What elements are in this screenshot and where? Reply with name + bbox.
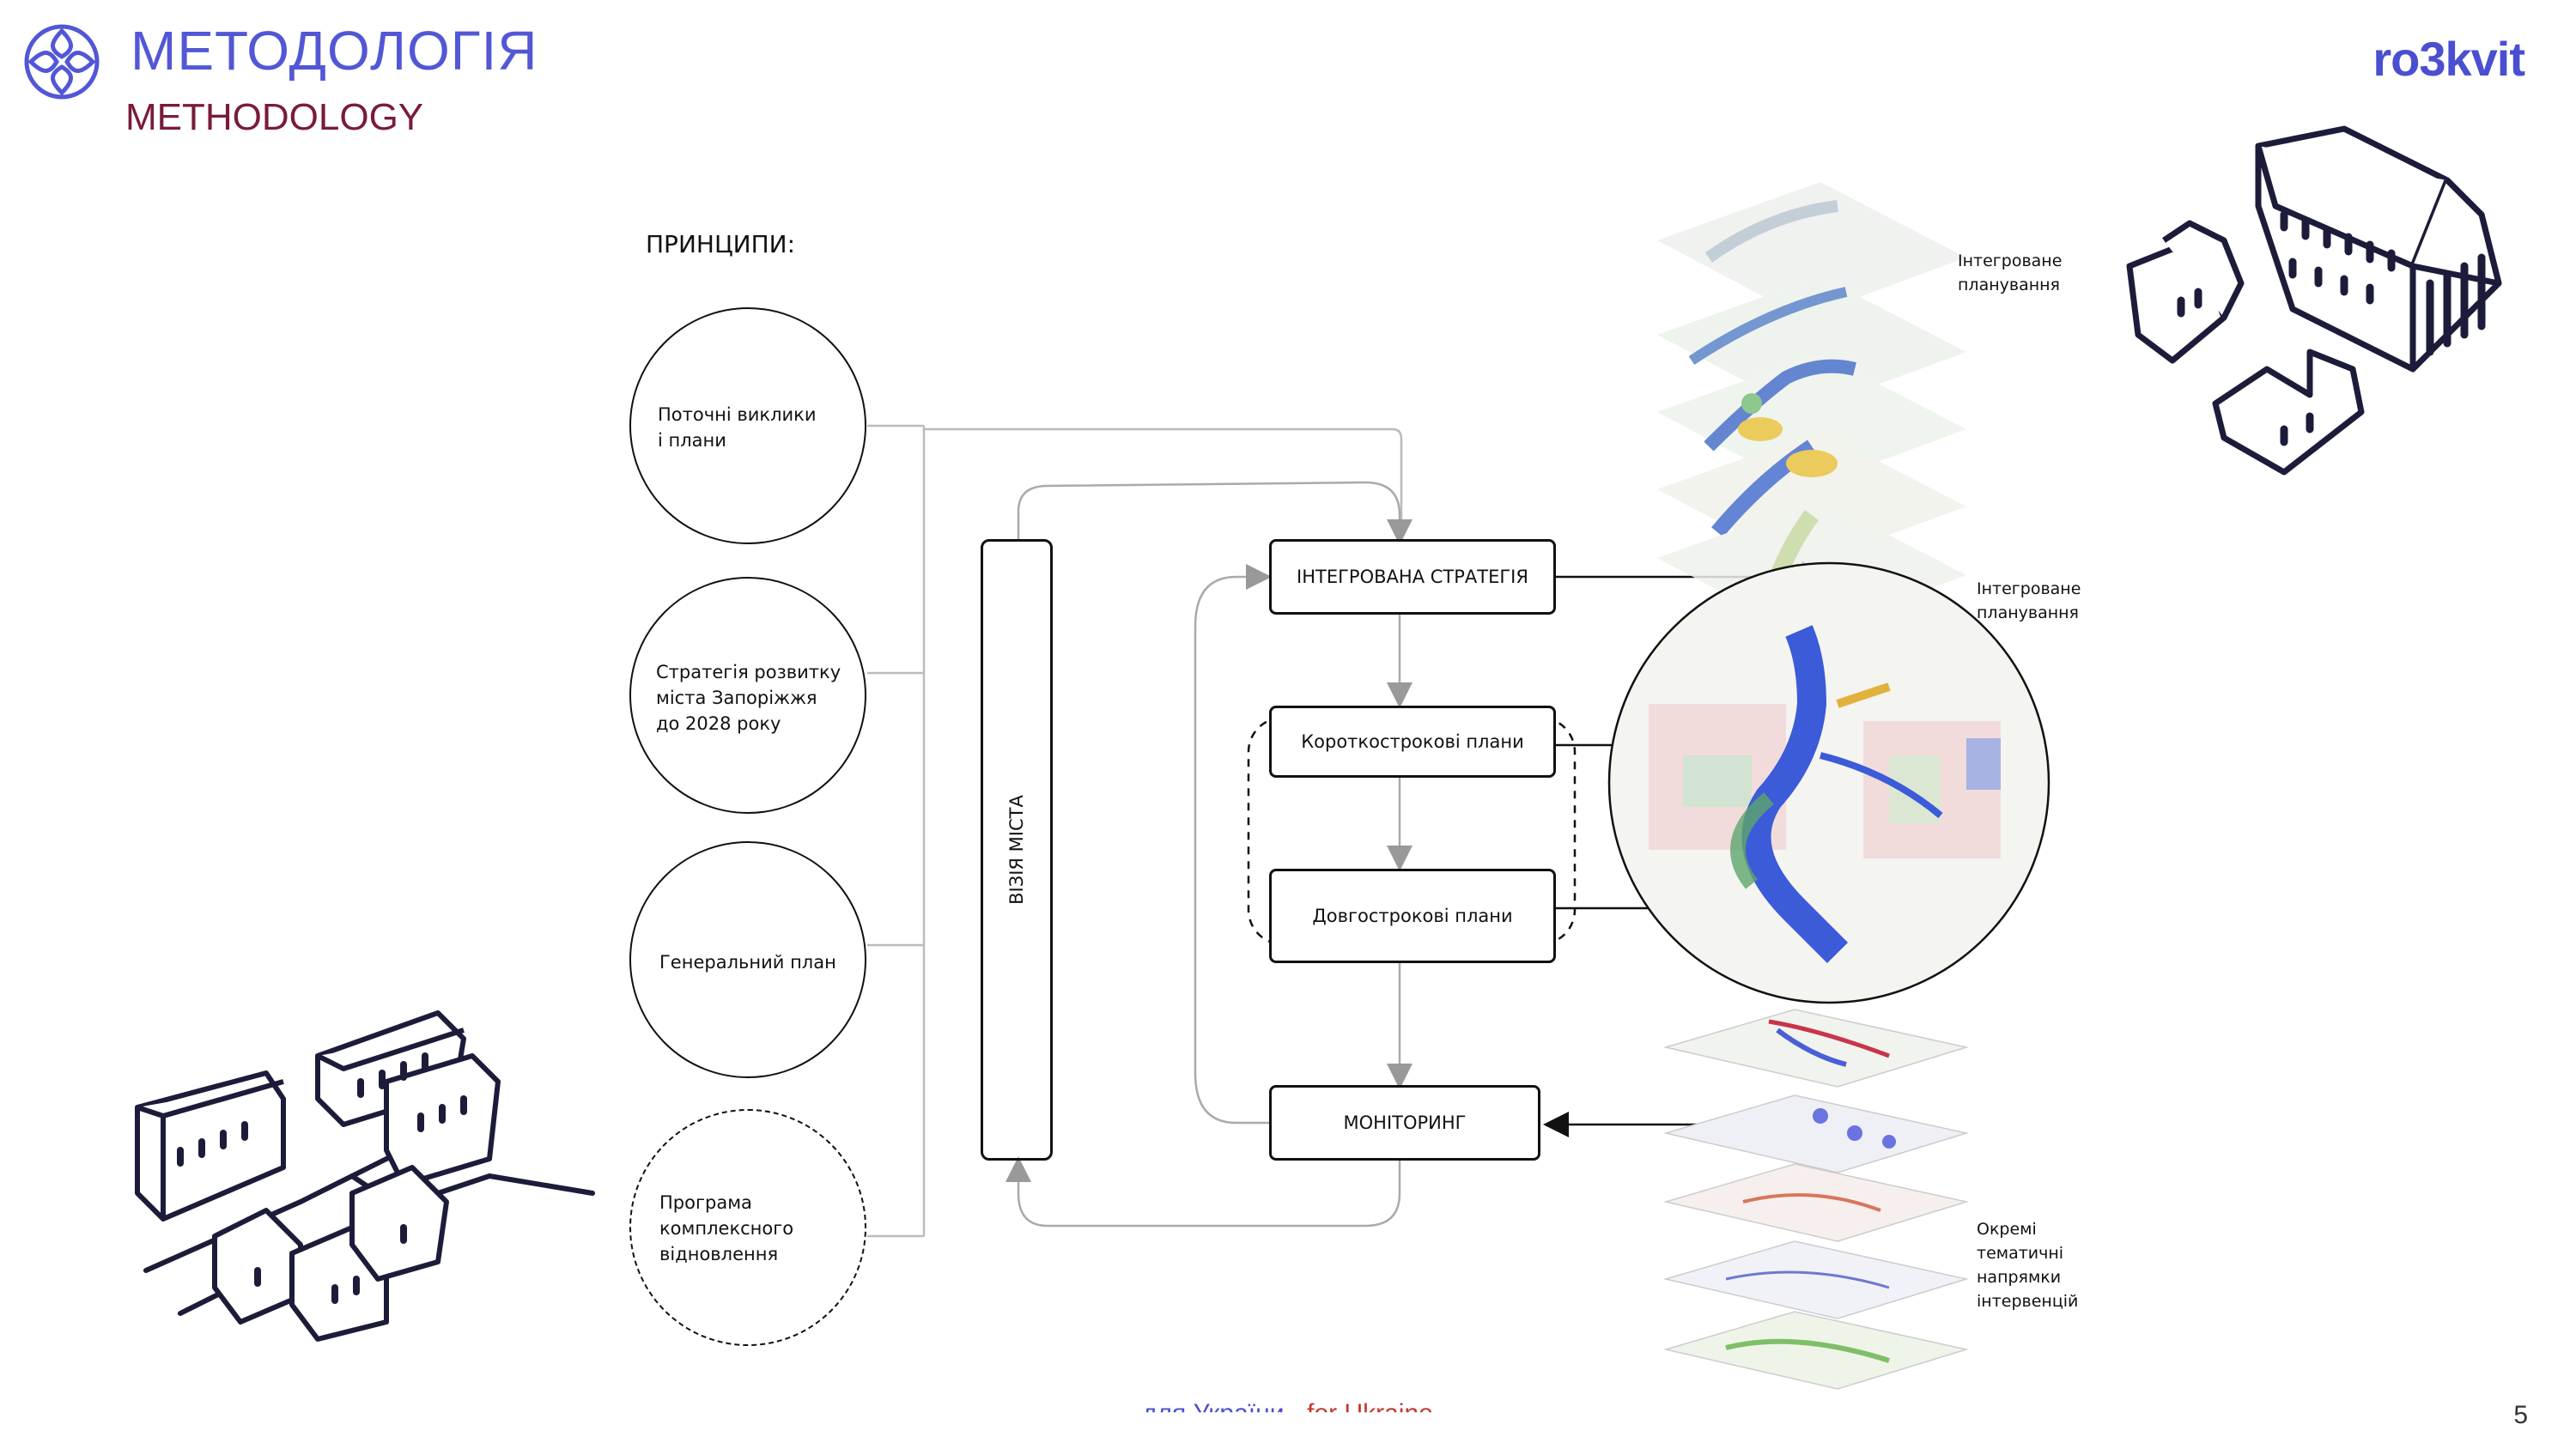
page-title: МЕТОДОЛОГІЯ [131, 20, 538, 82]
long-term-plans-box: Довгострокові плани [1269, 869, 1556, 963]
principle-circle-1 [629, 307, 866, 544]
map-label-top: Інтегроване планування [1958, 252, 2063, 294]
principle-text-4: Програма комплексного відновлення [659, 1192, 794, 1264]
buildings-sketch-icon [2126, 125, 2502, 476]
bottom-map-layers [1663, 1009, 1969, 1390]
page-number: 5 [2513, 1401, 2528, 1429]
page-subtitle: METHODOLOGY [125, 96, 424, 138]
city-sketch-icon [135, 1010, 595, 1342]
brand-logo: ro3kvit [2372, 32, 2525, 86]
principle-text-3: Генеральний план [659, 952, 836, 973]
principle-circle-4 [629, 1109, 866, 1346]
map-label-bottom: Окремі тематичні напрямки інтервенцій [1977, 1220, 2079, 1311]
logo-flower-icon [24, 24, 100, 100]
integrated-strategy-box: ІНТЕГРОВАНА СТРАТЕГІЯ [1269, 539, 1556, 615]
principles-label: ПРИНЦИПИ: [646, 230, 796, 258]
principle-circle-2 [629, 577, 866, 814]
principle-text-1: Поточні виклики і плани [658, 404, 817, 451]
monitoring-box: МОНІТОРИНГ [1269, 1085, 1540, 1161]
map-label-middle: Інтегроване планування [1977, 579, 2081, 622]
logo [24, 24, 100, 100]
short-term-plans-box: Короткострокові плани [1269, 706, 1556, 778]
central-map [1609, 563, 2049, 1003]
vision-box [981, 539, 1053, 1161]
footer-text: для України · for Ukraine [1142, 1399, 1433, 1428]
principle-circle-3 [629, 841, 866, 1078]
principle-text-2: Стратегія розвитку міста Запоріжжя до 20… [656, 662, 841, 734]
